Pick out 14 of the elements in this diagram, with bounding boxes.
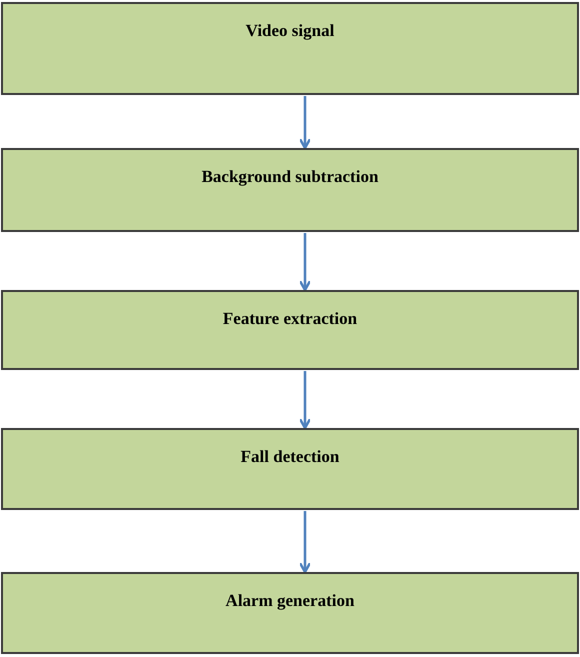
arrow	[298, 96, 312, 150]
box-label: Fall detection	[240, 446, 340, 468]
arrow	[298, 371, 312, 430]
process-box	[1, 428, 579, 510]
box-label: Video signal	[246, 20, 334, 42]
process-box	[1, 148, 579, 232]
box-label: Alarm generation	[226, 590, 354, 612]
arrow	[298, 511, 312, 574]
arrow	[298, 233, 312, 292]
process-box	[1, 572, 579, 654]
box-label: Background subtraction	[202, 166, 378, 188]
process-box	[1, 290, 579, 370]
box-label: Feature extraction	[222, 308, 358, 330]
process-box	[1, 2, 579, 95]
